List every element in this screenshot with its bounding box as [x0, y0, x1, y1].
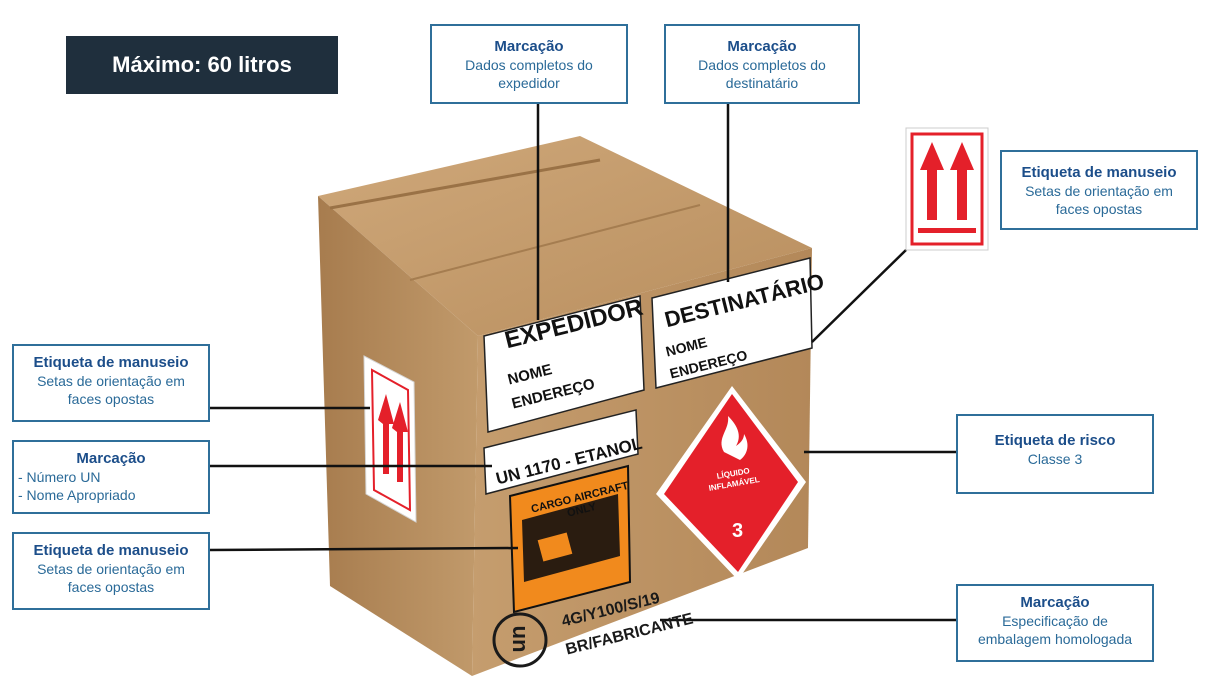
callout-handling-left-top: Etiqueta de manuseio Setas de orientação…	[12, 344, 210, 422]
callout-shipper-line2: expedidor	[498, 75, 560, 91]
callout-un-marking-line1: - Número UN	[18, 469, 101, 485]
hazard-class-number: 3	[732, 520, 744, 542]
callout-handling-top-right: Etiqueta de manuseio Setas de orientação…	[1000, 150, 1198, 230]
connector-lines	[207, 104, 956, 622]
callout-un-marking-line2: - Nome Apropriado	[18, 487, 136, 503]
callout-shipper: Marcação Dados completos do expedidor	[430, 24, 628, 104]
callout-handling-left-bottom: Etiqueta de manuseio Setas de orientação…	[12, 532, 210, 610]
callout-handling-left-bottom-title: Etiqueta de manuseio	[33, 542, 189, 559]
callout-handling-left-top-line1: Setas de orientação em	[37, 373, 185, 389]
callout-consignee-line2: destinatário	[725, 75, 799, 91]
callout-consignee-title: Marcação	[727, 38, 797, 55]
callout-consignee-line1: Dados completos do	[698, 57, 826, 73]
un-number-card	[483, 409, 639, 495]
un-logo-text: un	[505, 625, 530, 653]
callout-handling-top-right-line2: faces opostas	[1055, 201, 1143, 217]
callout-handling-top-right-line1: Setas de orientação em	[1025, 183, 1173, 199]
callout-packaging: Marcação Especificação de embalagem homo…	[956, 584, 1154, 662]
callout-handling-left-bottom-line1: Setas de orientação em	[37, 561, 185, 577]
callout-packaging-title: Marcação	[1020, 594, 1090, 611]
consignee-label-card	[651, 257, 813, 389]
un-logo	[492, 612, 548, 668]
callout-risk: Etiqueta de risco Classe 3	[956, 414, 1154, 494]
callout-shipper-line1: Dados completos do	[465, 57, 593, 73]
handling-label-top-right	[905, 127, 989, 251]
shipper-label-card	[483, 295, 645, 433]
callout-handling-left-top-line2: faces opostas	[67, 391, 155, 407]
capacity-badge: Máximo: 60 litros	[66, 36, 338, 94]
callout-packaging-line2: embalagem homologada	[977, 631, 1133, 647]
callout-handling-left-bottom-line2: faces opostas	[67, 579, 155, 595]
hazard-diamond	[656, 386, 806, 580]
handling-label-left-face	[363, 355, 417, 523]
callout-risk-line1: Classe 3	[1027, 451, 1083, 467]
callout-handling-left-top-title: Etiqueta de manuseio	[33, 354, 189, 371]
callout-shipper-title: Marcação	[494, 38, 564, 55]
callout-consignee: Marcação Dados completos do destinatário	[664, 24, 860, 104]
callout-risk-title: Etiqueta de risco	[994, 432, 1116, 449]
callout-packaging-line1: Especificação de	[1002, 613, 1108, 629]
cao-label	[508, 464, 632, 614]
box-top-face	[318, 136, 812, 336]
callout-un-marking: Marcação - Número UN - Nome Apropriado	[12, 440, 210, 514]
callout-handling-top-right-title: Etiqueta de manuseio	[1021, 164, 1177, 181]
callout-un-marking-title: Marcação	[76, 450, 146, 467]
